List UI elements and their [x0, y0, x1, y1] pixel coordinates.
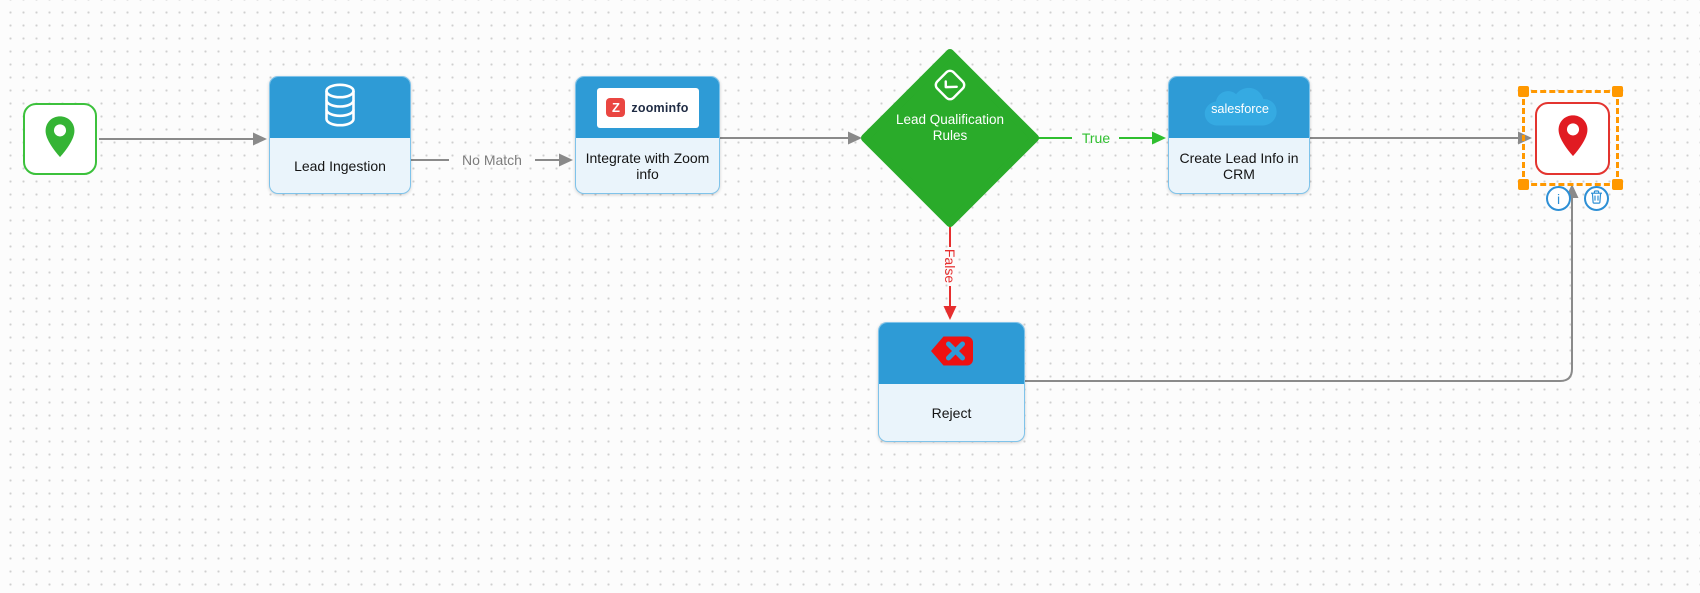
node-label: Reject: [931, 404, 972, 421]
edge-label-true: True: [1081, 130, 1111, 146]
location-pin-icon: [43, 115, 77, 164]
edge-zoominfo-to-decision[interactable]: [718, 131, 862, 145]
delete-button[interactable]: [1584, 186, 1609, 211]
selection-handle-bottom-right[interactable]: [1612, 179, 1623, 190]
node-header: Z zoominfo: [576, 77, 719, 138]
node-decision[interactable]: [858, 46, 1042, 230]
edge-salesforce-to-end[interactable]: [1308, 131, 1532, 145]
end-node[interactable]: [1535, 102, 1610, 175]
info-icon: i: [1556, 190, 1561, 207]
edge-label-false: False: [942, 248, 958, 284]
check-icon: [933, 68, 967, 107]
salesforce-logo-text: salesforce: [1211, 102, 1269, 116]
node-reject[interactable]: Reject: [878, 322, 1025, 442]
edge-decision-false[interactable]: [943, 225, 957, 320]
decision-diamond-shape: [861, 49, 1039, 227]
node-zoominfo[interactable]: Z zoominfo Integrate with Zoom info: [575, 76, 720, 194]
info-button[interactable]: i: [1546, 186, 1571, 211]
arrowhead: [253, 132, 267, 146]
location-pin-icon: [1556, 114, 1590, 163]
selection-handle-top-left[interactable]: [1518, 86, 1529, 97]
node-header: salesforce: [1169, 77, 1309, 138]
start-node[interactable]: [23, 103, 97, 175]
node-label: Lead Ingestion: [294, 157, 386, 174]
reject-x-icon: [928, 333, 976, 374]
edge-label-no-match: No Match: [462, 152, 522, 168]
edge-decision-true[interactable]: [1037, 131, 1166, 145]
arrowhead: [559, 153, 573, 167]
node-label: Create Lead Info in CRM: [1179, 149, 1299, 182]
edge-reject-to-end[interactable]: [1023, 184, 1579, 382]
node-lead-ingestion[interactable]: Lead Ingestion: [269, 76, 411, 194]
selection-handle-top-right[interactable]: [1612, 86, 1623, 97]
edge-start-to-lead-ingestion[interactable]: [99, 132, 267, 146]
node-salesforce[interactable]: salesforce Create Lead Info in CRM: [1168, 76, 1310, 194]
arrowhead: [1152, 131, 1166, 145]
node-label: Integrate with Zoom info: [585, 149, 710, 182]
node-label: Lead Qualification Rules: [895, 112, 1005, 143]
arrowhead: [1518, 131, 1532, 145]
database-icon: [319, 82, 361, 133]
zoominfo-z-icon: Z: [606, 98, 626, 117]
selection-box: [1518, 86, 1623, 190]
selection-handle-bottom-left[interactable]: [1518, 179, 1529, 190]
node-header: [879, 323, 1024, 384]
edge-lead-to-zoominfo[interactable]: [409, 153, 573, 167]
salesforce-cloud-icon: salesforce: [1196, 81, 1282, 134]
zoominfo-logo-text: zoominfo: [631, 100, 689, 115]
trash-icon: [1590, 190, 1603, 207]
node-header: [270, 77, 410, 138]
arrowhead: [848, 131, 862, 145]
zoominfo-logo: Z zoominfo: [596, 87, 699, 128]
arrowhead: [943, 306, 957, 320]
